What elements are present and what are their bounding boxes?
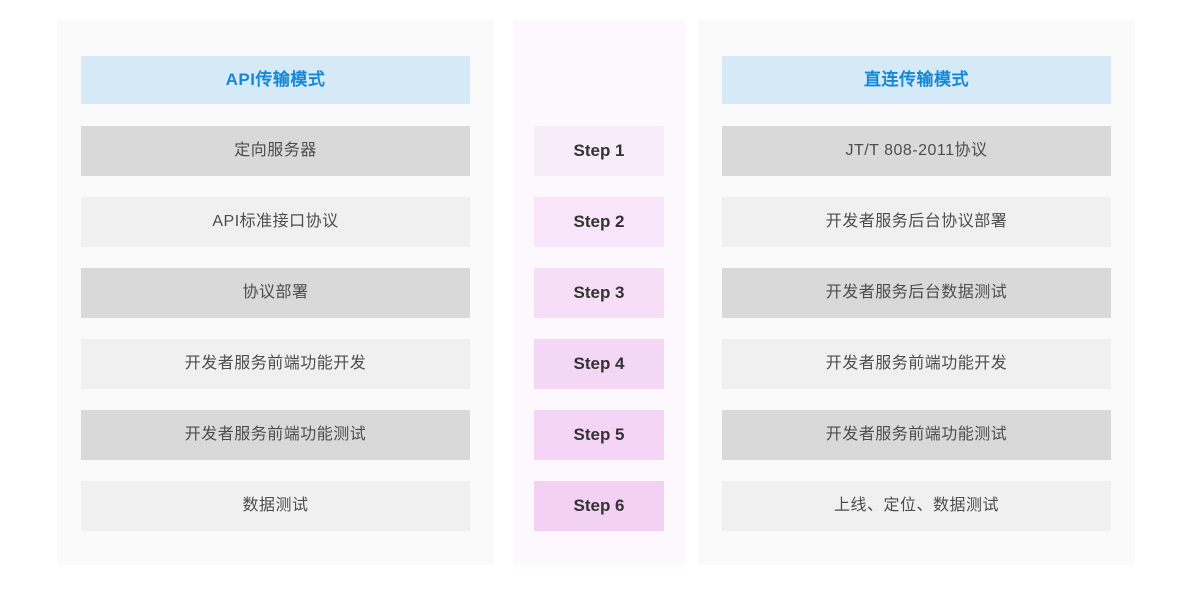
api-mode-header: API传输模式 (81, 56, 470, 104)
api-mode-row: API标准接口协议 (81, 197, 470, 247)
step-badge: Step 6 (534, 481, 664, 531)
direct-mode-row: 上线、定位、数据测试 (722, 481, 1111, 531)
step-badge: Step 3 (534, 268, 664, 318)
api-mode-row: 数据测试 (81, 481, 470, 531)
direct-mode-row: 开发者服务前端功能开发 (722, 339, 1111, 389)
direct-mode-panel: 直连传输模式 JT/T 808-2011协议 开发者服务后台协议部署 开发者服务… (698, 20, 1135, 565)
direct-mode-row: 开发者服务前端功能测试 (722, 410, 1111, 460)
api-mode-row: 定向服务器 (81, 126, 470, 176)
direct-mode-row: 开发者服务后台数据测试 (722, 268, 1111, 318)
steps-panel: Step 1 Step 2 Step 3 Step 4 Step 5 Step … (513, 20, 685, 565)
step-badge: Step 4 (534, 339, 664, 389)
api-mode-row: 开发者服务前端功能开发 (81, 339, 470, 389)
direct-mode-row: 开发者服务后台协议部署 (722, 197, 1111, 247)
step-badge: Step 5 (534, 410, 664, 460)
api-mode-row: 协议部署 (81, 268, 470, 318)
api-mode-row: 开发者服务前端功能测试 (81, 410, 470, 460)
step-badge: Step 2 (534, 197, 664, 247)
steps-stack: Step 1 Step 2 Step 3 Step 4 Step 5 Step … (513, 20, 685, 531)
direct-mode-row: JT/T 808-2011协议 (722, 126, 1111, 176)
step-badge: Step 1 (534, 126, 664, 176)
direct-mode-header: 直连传输模式 (722, 56, 1111, 104)
api-mode-panel: API传输模式 定向服务器 API标准接口协议 协议部署 开发者服务前端功能开发… (57, 20, 494, 565)
